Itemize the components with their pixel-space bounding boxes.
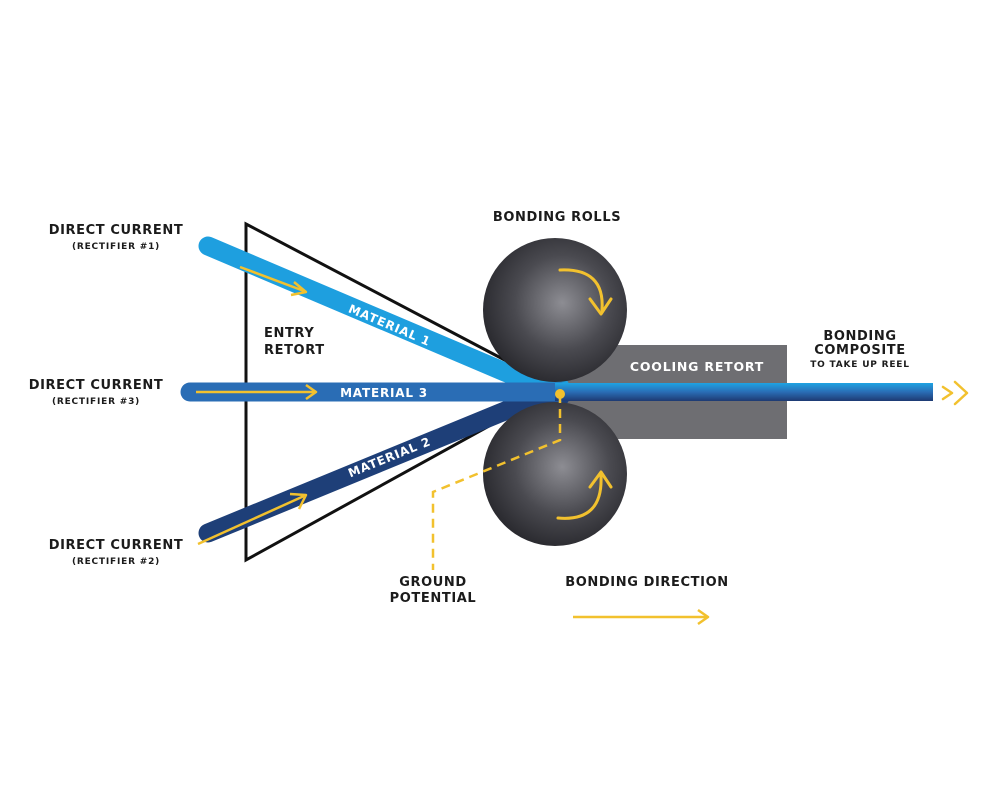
- entry-retort-label-line2: RETORT: [264, 343, 325, 358]
- material-2-current-arrow-icon: [197, 492, 308, 546]
- ground-potential-line: [431, 394, 562, 570]
- upper-roll-rotation-icon: [558, 268, 613, 316]
- dc1-title: DIRECT CURRENT: [49, 223, 184, 238]
- composite-label-line1: BONDING: [823, 329, 896, 344]
- lower-bonding-roll: [483, 402, 627, 546]
- bonded-composite-strip: [555, 383, 933, 401]
- bonding-rolls-label: BONDING ROLLS: [493, 210, 621, 225]
- dc2-title: DIRECT CURRENT: [49, 538, 184, 553]
- entry-retort-label-line1: ENTRY: [264, 326, 314, 341]
- dc3-title: DIRECT CURRENT: [29, 378, 164, 393]
- material-3-label: MATERIAL 3: [340, 386, 428, 400]
- bonding-direction-arrow-icon: [573, 608, 710, 626]
- material-1-label: MATERIAL 1: [346, 302, 432, 349]
- ground-potential-label-line2: POTENTIAL: [390, 591, 477, 606]
- dc2-subtitle: (RECTIFIER #2): [72, 557, 160, 567]
- ground-potential-label-line1: GROUND: [399, 575, 467, 590]
- ground-contact-dot: [555, 389, 565, 399]
- dc1-subtitle: (RECTIFIER #1): [72, 242, 160, 252]
- material-3-current-arrow-icon: [196, 383, 318, 401]
- output-chevron-right-icon: [941, 380, 969, 406]
- material-2-label: MATERIAL 2: [346, 434, 433, 480]
- material-1-current-arrow-icon: [239, 265, 308, 297]
- composite-label-line2: COMPOSITE: [814, 343, 905, 358]
- bonding-direction-label: BONDING DIRECTION: [565, 575, 728, 590]
- composite-label-line3: TO TAKE UP REEL: [810, 360, 910, 370]
- dc3-subtitle: (RECTIFIER #3): [52, 397, 140, 407]
- lower-roll-rotation-icon: [556, 470, 613, 520]
- cooling-retort-label: COOLING RETORT: [630, 359, 764, 374]
- upper-bonding-roll: [483, 238, 627, 382]
